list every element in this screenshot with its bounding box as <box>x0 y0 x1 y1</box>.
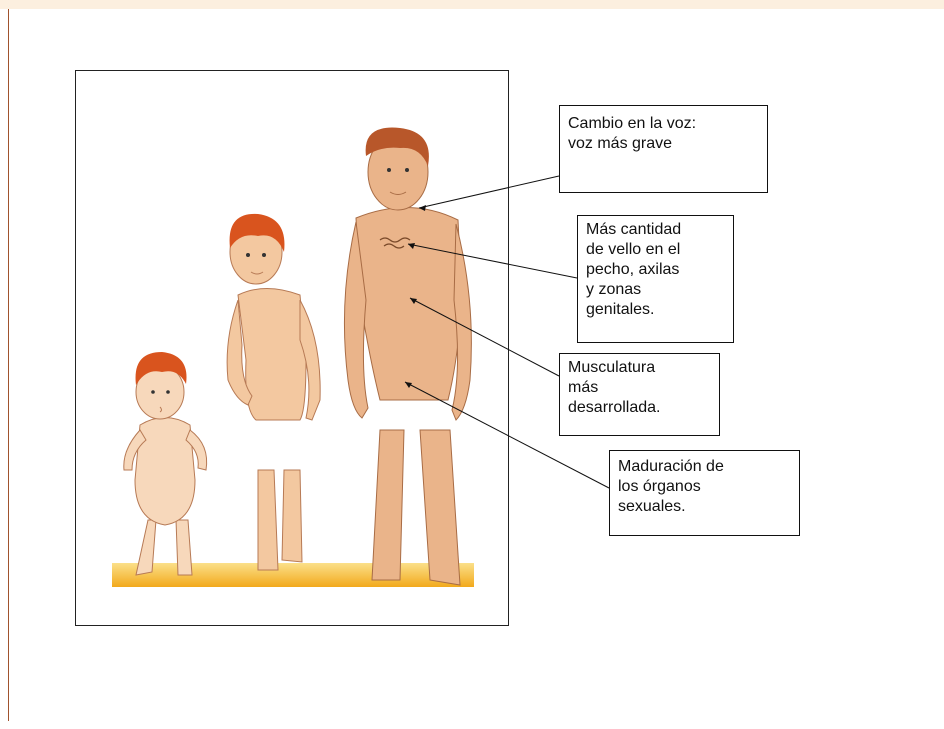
boy-hair <box>229 213 285 252</box>
top-band <box>0 0 944 9</box>
pointer-muscle <box>409 297 560 377</box>
chest-hair <box>379 237 411 249</box>
toddler-figure <box>123 364 208 576</box>
callout-body-hair: Más cantidad de vello en el pecho, axila… <box>577 215 734 343</box>
man-hair <box>365 127 429 166</box>
pointer-organs <box>404 381 610 489</box>
pointer-hair <box>407 243 578 279</box>
boy-figure <box>226 219 321 571</box>
callout-voice-change: Cambio en la voz: voz más grave <box>559 105 768 193</box>
pointer-voice <box>418 175 560 209</box>
left-rule <box>8 9 9 721</box>
man-figure <box>343 133 472 586</box>
ground-strip <box>112 563 474 587</box>
toddler-hair <box>135 352 187 385</box>
callout-musculature: Musculatura más desarrollada. <box>559 353 720 436</box>
callout-organ-maturation: Maduración de los órganos sexuales. <box>609 450 800 536</box>
